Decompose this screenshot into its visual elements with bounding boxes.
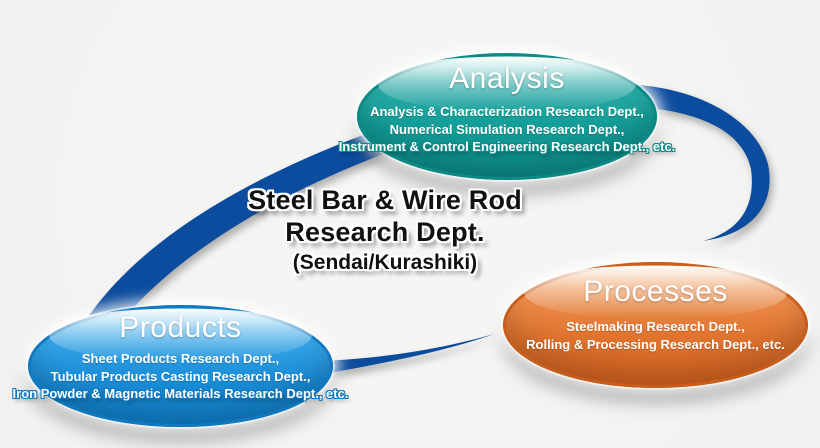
- node-processes-items: Steelmaking Research Dept., Rolling & Pr…: [503, 318, 808, 353]
- dept-line: Instrument & Control Engineering Researc…: [338, 139, 676, 154]
- center-label-line1: Steel Bar & Wire Rod: [248, 185, 522, 215]
- dept-line: Numerical Simulation Research Dept.,: [389, 121, 625, 137]
- dept-line: Iron Powder & Magnetic Materials Researc…: [12, 386, 349, 401]
- center-label-line3: (Sendai/Kurashiki): [292, 251, 478, 274]
- node-products-title: Products: [119, 311, 242, 344]
- dept-line: Steelmaking Research Dept.,: [566, 319, 745, 334]
- center-label-line2: Research Dept.: [285, 217, 485, 247]
- cycle-arc-right-icon: [608, 83, 770, 241]
- cycle-arc-bottom-icon: [322, 334, 494, 374]
- node-products: Products Sheet Products Research Dept., …: [13, 305, 349, 427]
- node-processes-title: Processes: [583, 275, 728, 308]
- node-analysis: Analysis Analysis & Characterization Res…: [339, 53, 676, 180]
- center-label: Steel Bar & Wire Rod Research Dept. (Sen…: [190, 184, 580, 277]
- dept-line: Rolling & Processing Research Dept., etc…: [526, 336, 785, 352]
- dept-line: Tubular Products Casting Research Dept.,: [50, 368, 311, 384]
- node-products-items: Sheet Products Research Dept., Tubular P…: [13, 350, 349, 403]
- node-processes: Processes Steelmaking Research Dept., Ro…: [503, 262, 808, 388]
- node-analysis-title: Analysis: [449, 62, 565, 95]
- dept-line: Analysis & Characterization Research Dep…: [370, 104, 644, 119]
- node-analysis-items: Analysis & Characterization Research Dep…: [339, 103, 676, 156]
- dept-line: Sheet Products Research Dept.,: [81, 351, 280, 366]
